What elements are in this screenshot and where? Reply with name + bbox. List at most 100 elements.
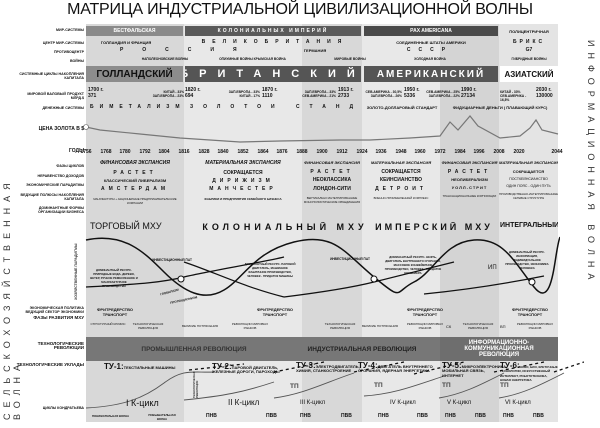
tech-mode-4: ТУ-4:ДВИГАТЕЛЬ ВНУТРЕННЕГО СГОРАНИЯ, ЯДЕ… xyxy=(358,361,440,374)
down-wave-label: ПОНИЖАТЕЛЬНАЯ ВОЛНА xyxy=(92,414,130,418)
k-cycle-5: V К-цикл xyxy=(447,400,472,406)
income-inequality: РАСТЕТ xyxy=(447,169,492,175)
row-label: ХОЗЯЙСТВЕННЫЕ ПАРАДИГМЫ xyxy=(74,243,78,300)
year-tick: 1912 xyxy=(336,149,348,155)
gdp-year: 1870 г. xyxy=(262,87,278,93)
k-cycle-6: VI К-цикл xyxy=(505,400,531,406)
industrial-revolution-1: ПРОМЫШЛЕННАЯ РЕВОЛЮЦИЯ xyxy=(86,337,302,361)
wars: ХОЛОДНАЯ ВОЙНА xyxy=(414,57,446,61)
cycle-british: БРИТАНСКИЙ xyxy=(185,66,361,82)
mxu-phase: РЕВОЛЮЦИИ МИРОВЫХ РЫНКОВ xyxy=(231,322,269,330)
wave-curve xyxy=(183,261,285,298)
row-label: ЦИКЛЫ КОНДРАТЬЕВА xyxy=(42,406,84,410)
world-system-westphalian: ВЕСТФАЛЬСКАЯ xyxy=(86,26,183,36)
center: ВЕЛИКОБРИТАНИЯ xyxy=(201,39,349,45)
economic-paradigm: НЕОКЛАССИКА xyxy=(312,177,352,183)
row-label: ЭКОНОМИЧЕСКИЕ ПАРАДИГМЫ xyxy=(26,183,84,187)
year-tick: 1828 xyxy=(198,149,210,155)
year-tick: 1900 xyxy=(316,149,328,155)
k-cycle-4: IV К-цикл xyxy=(390,400,416,406)
tech-mode-id: ТУ-2: xyxy=(212,362,232,371)
mxu-phase: ТЕХНОЛОГИЧЕСКАЯ РЕВОЛЮЦИЯ xyxy=(324,322,356,330)
business-form: МАНУФАКТУРЫ + АКЦИОНЕРНЫЕ ПРЕДПРИНИМАТЕЛ… xyxy=(93,197,177,205)
year-tick: 1816 xyxy=(178,149,190,155)
gdp-year: 1950 г. xyxy=(404,87,420,93)
tech-mode-id: ТУ-4: xyxy=(358,361,378,370)
economic-paradigm: НЕОЛИБЕРАЛИЗМ xyxy=(451,177,488,182)
column-1816-1888: МАТЕРИАЛЬНАЯ ЭКСПАНСИЯ СОКРАЩАЕТСЯ ДИРИЖ… xyxy=(184,160,302,201)
cycle-phase: МАТЕРИАЛЬНАЯ ЭКСПАНСИЯ xyxy=(205,160,281,166)
year-tick: 1960 xyxy=(414,149,426,155)
up-wave-label: ПОВЫШАТЕЛЬНАЯ ВОЛНА xyxy=(148,413,176,421)
tu-curve xyxy=(85,371,215,409)
mxu-imperial: ИМПЕРСКИЙ МХУ xyxy=(375,222,493,232)
mxu-phase: РЕВОЛЮЦИИ МИРОВЫХ РЫНКОВ xyxy=(406,322,444,330)
gdp-1990: 1990 г.27134 xyxy=(461,87,476,99)
year-tick: 1972 xyxy=(434,149,446,155)
year-tick: 1780 xyxy=(119,149,131,155)
cycle-asian: АЗИАТСКИЙ xyxy=(500,66,558,82)
tp-label: ТП xyxy=(500,382,509,389)
business-form: ВЕРТИКАЛЬНО ИНТЕГРИРОВАННЫЕ МОНОПОЛИСТИЧ… xyxy=(303,196,361,204)
capital-pole: МАНЧЕСТЕР xyxy=(209,186,277,192)
economic-paradigm: КЛАССИЧЕСКИЙ ЛИБЕРАЛИЗМ xyxy=(103,178,167,183)
row-label: ТЕХНОЛОГИЧЕСКИЕ РЕВОЛЮЦИИ xyxy=(37,341,84,351)
year-tick: 1768 xyxy=(100,149,112,155)
tu-dash xyxy=(353,361,405,373)
counter-center: СССР xyxy=(406,47,454,53)
wars: МИРОВЫЕ ВОЙНЫ xyxy=(334,57,366,61)
tu-curve xyxy=(273,372,355,399)
row-label: ПРОТИВОЦЕНТР xyxy=(53,50,84,54)
tech-mode-id: ТУ-1: xyxy=(104,362,124,371)
center: СОЕДИНЕННЫЕ ШТАТЫ АМЕРИКИ xyxy=(396,40,466,45)
capital-pole: ЛОНДОН-СИТИ xyxy=(313,186,351,192)
wave-resource: ДОМИНАНТНЫЙ РЕСУРС- ИНФОРМАЦИЯ, ИНДИВИДУ… xyxy=(505,250,549,270)
gdp-1913: 1913 г.2733 xyxy=(338,87,353,99)
row-label: СИСТЕМНЫЕ ЦИКЛЫ НАКОПЛЕНИЯ КАПИТАЛА xyxy=(19,72,84,81)
investment-deadlock: ИНВЕСТИЦИОННЫЙ ПАТ xyxy=(152,258,192,262)
counter-center: G7 xyxy=(525,47,533,53)
business-form: ТРАНСНАЦИОНАЛЬНЫЕ КОРПОРАЦИИ xyxy=(442,194,497,198)
gdp-2030: 2030 г.130000 xyxy=(536,87,553,99)
mxu-phase: ВЕЛИКИЕ ПОТРЯСЕНИЯ xyxy=(362,324,398,328)
world-system-colonial: КОЛОНИАЛЬНЫХ ИМПЕРИЙ xyxy=(185,26,361,36)
year-tick: 1996 xyxy=(473,149,485,155)
gold-price-line xyxy=(85,115,559,143)
money-system: ЗОЛОТО-ДОЛЛАРОВЫЙ СТАНДАРТ xyxy=(366,105,438,110)
tu-curve xyxy=(363,375,445,397)
tech-mode-text: НАНО, БИО, КЛЕТОЧНЫЕ ТЕХНОЛОГИИ, ИСКУССТ… xyxy=(500,365,558,383)
tu-curve xyxy=(183,381,275,401)
gdp-shares: ЗАП.ЕВРОПА - 33% КИТАЙ - 17% xyxy=(228,90,260,98)
economic-policy: ФРИТРЕДЕРСТВО ТРАНСПОРТ xyxy=(407,307,443,317)
k-cycle-1: I К-цикл xyxy=(126,398,159,408)
cycle-phase: МАТЕРИАЛЬНАЯ ЭКСПАНСИЯ xyxy=(499,160,558,165)
pvv-label: ПВВ xyxy=(475,413,486,419)
wars: ГИБРИДНЫЕ ВОЙНЫ xyxy=(511,57,547,61)
row-label: ВЕДУЩИЕ ПОЛЮСЫ НАКОПЛЕНИЯ КАПИТАЛА xyxy=(20,193,85,202)
pnv-label: ПНВ xyxy=(503,413,514,419)
mxu-phase: ТЕХНОЛОГИЧЕСКАЯ РЕВОЛЮЦИЯ xyxy=(462,322,494,330)
year-tick: 1924 xyxy=(356,149,368,155)
row-label: МИР-СИСТЕМЫ xyxy=(56,28,84,32)
year-tick: 1948 xyxy=(395,149,407,155)
crossing-marker xyxy=(370,275,378,283)
tech-modes-chart xyxy=(85,361,584,409)
income-inequality: СОКРАЩАЕТСЯ xyxy=(223,170,263,176)
counter-center: РОССИЯ xyxy=(120,47,237,53)
row-label: ЭКОНОМИЧЕСКАЯ ПОЛИТИКА ВЕДУЩИЙ СЕКТОР ЭК… xyxy=(25,306,84,315)
income-inequality: РАСТЕТ xyxy=(310,169,354,175)
gdp-value: 371 xyxy=(88,93,97,99)
economic-policy: ФРИТРЕДЕРСТВО ТРАНСПОРТ xyxy=(512,307,548,317)
gdp-shares: КИТАЙ - 33% СЕВ.АМЕРИКА - 16,8% xyxy=(500,90,527,102)
income-inequality: РАСТЕТ xyxy=(113,170,157,176)
mxu-phase: ВЕЛИКИЕ ПОТРЯСЕНИЯ xyxy=(182,324,218,328)
tp-label: ТП xyxy=(374,382,383,389)
row-label: ТЕХНОЛОГИЧЕСКИЕ УКЛАДЫ xyxy=(16,362,84,367)
pnv-label: ПНВ xyxy=(445,413,456,419)
row-label: ДОМИНАНТНЫЕ ФОРМЫ ОРГАНИЗАЦИИ БИЗНЕСА xyxy=(38,206,84,215)
gdp-shares: КИТАЙ - 33% ЗАП.ЕВРОПА - 23% xyxy=(152,90,184,98)
column-1972-2008: ФИНАНСОВАЯ ЭКСПАНСИЯ РАСТЕТ НЕОЛИБЕРАЛИЗ… xyxy=(440,160,499,198)
capital-pole: ОДИН ПОЯС - ОДИН ПУТЬ xyxy=(506,184,551,188)
year-tick: 2008 xyxy=(493,149,505,155)
capital-pole: УОЛЛ-СТРИТ xyxy=(451,185,488,190)
